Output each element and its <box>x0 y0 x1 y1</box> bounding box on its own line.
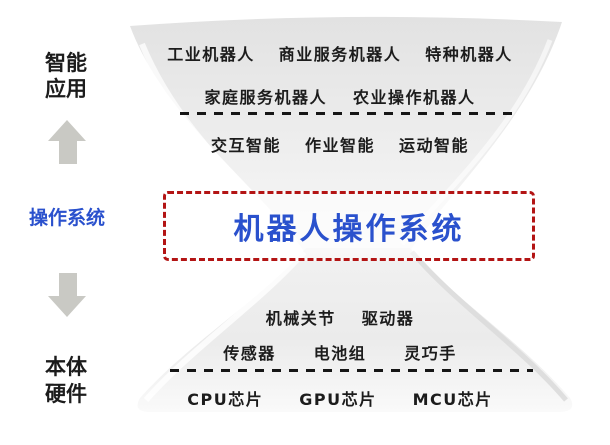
hardware-item: 传感器 <box>223 344 276 363</box>
top-funnel-shape <box>130 16 562 254</box>
up-arrow-head <box>48 120 86 141</box>
label-body-hardware: 本体 硬件 <box>20 354 112 408</box>
label-operating-system: 操作系统 <box>28 207 105 229</box>
hardware-item: 灵巧手 <box>404 344 457 363</box>
application-row-2: 家庭服务机器人 农业操作机器人 <box>118 84 562 108</box>
up-arrow-icon <box>48 120 87 164</box>
label-intelligent-application-line1: 智能 <box>45 51 87 75</box>
label-body-hardware-line2: 硬件 <box>45 382 87 406</box>
hardware-row-1: 机械关节 驱动器 <box>118 305 562 329</box>
dashed-divider-top <box>180 112 512 115</box>
intelligence-item: 运动智能 <box>399 136 470 155</box>
application-item: 工业机器人 <box>167 45 255 64</box>
hardware-item: 机械关节 <box>265 309 336 328</box>
label-intelligent-application-line2: 应用 <box>45 77 87 101</box>
hardware-item: 驱动器 <box>361 309 415 328</box>
intelligence-row: 交互智能 作业智能 运动智能 <box>118 132 562 156</box>
ros-title: 机器人操作系统 <box>233 212 465 247</box>
dashed-divider-bottom <box>170 369 533 372</box>
application-item: 商业服务机器人 <box>278 45 402 64</box>
chip-row: CPU芯片 GPU芯片 MCU芯片 <box>118 386 562 410</box>
hardware-row-2: 传感器 电池组 灵巧手 <box>118 340 562 364</box>
application-item: 家庭服务机器人 <box>204 88 327 107</box>
up-arrow-stem <box>58 141 77 164</box>
application-item: 农业操作机器人 <box>353 88 476 107</box>
bottom-funnel-rim-right <box>410 250 568 402</box>
down-arrow-icon <box>48 273 87 317</box>
down-arrow-stem <box>58 273 77 296</box>
label-body-hardware-line1: 本体 <box>45 355 87 379</box>
application-item: 特种机器人 <box>425 45 513 64</box>
intelligence-item: 交互智能 <box>210 136 281 155</box>
chip-item: MCU芯片 <box>412 390 493 409</box>
ros-box: 机器人操作系统 <box>163 191 535 261</box>
intelligence-item: 作业智能 <box>304 136 375 155</box>
application-row-1: 工业机器人 商业服务机器人 特种机器人 <box>118 41 562 65</box>
chip-item: CPU芯片 <box>187 390 264 409</box>
down-arrow-head <box>48 296 86 317</box>
chip-item: GPU芯片 <box>299 390 377 409</box>
hardware-item: 电池组 <box>313 344 367 363</box>
bottom-funnel-rim-left <box>143 250 307 402</box>
label-intelligent-application: 智能 应用 <box>20 50 112 102</box>
